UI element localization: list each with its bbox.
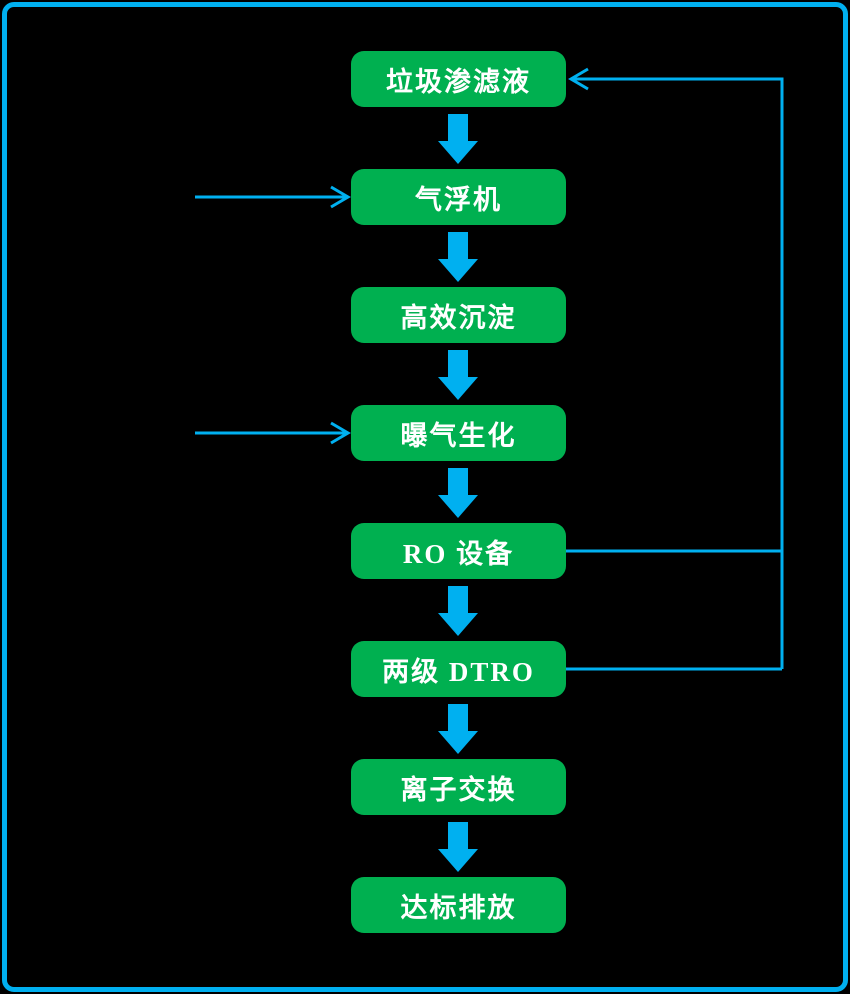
flow-node-leachate: 垃圾渗滤液	[351, 51, 566, 107]
flow-node-air-flotation: 气浮机	[351, 169, 566, 225]
flow-node-sedimentation: 高效沉淀	[351, 287, 566, 343]
inlet-arrow-aeration	[195, 421, 351, 445]
flow-node-discharge: 达标排放	[351, 877, 566, 933]
flow-node-dtro: 两级 DTRO	[351, 641, 566, 697]
down-arrow-icon	[438, 822, 478, 872]
flow-node-aeration: 曝气生化	[351, 405, 566, 461]
flow-node-ro-equipment: RO 设备	[351, 523, 566, 579]
down-arrow-icon	[438, 114, 478, 164]
down-arrow-icon	[438, 586, 478, 636]
inlet-arrow-air-flotation	[195, 185, 351, 209]
down-arrow-icon	[438, 704, 478, 754]
flow-node-ion-exchange: 离子交换	[351, 759, 566, 815]
feedback-return-line	[568, 67, 784, 669]
down-arrow-icon	[438, 350, 478, 400]
down-arrow-icon	[438, 468, 478, 518]
down-arrow-icon	[438, 232, 478, 282]
